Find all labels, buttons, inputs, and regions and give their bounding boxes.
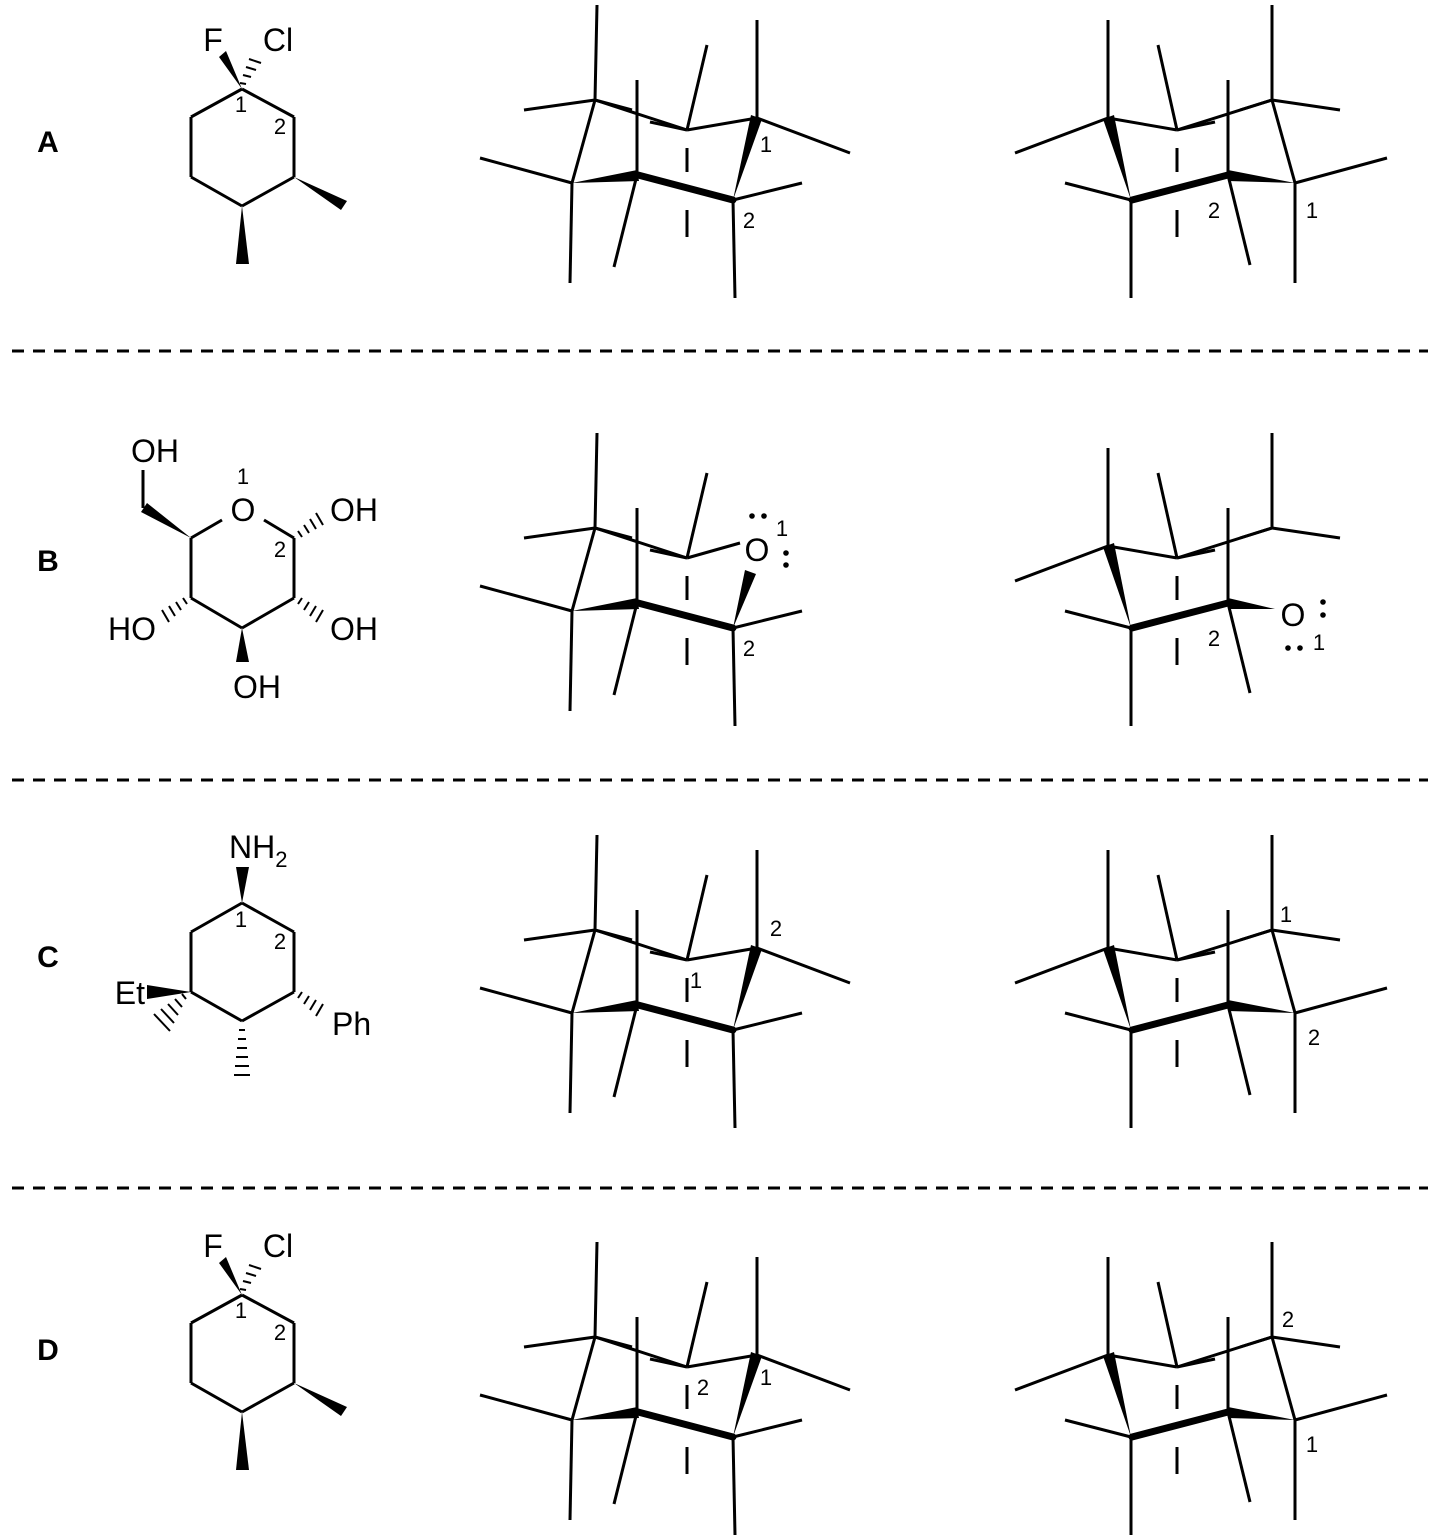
chair-right-a: 2 1 — [1015, 5, 1387, 298]
atom-label: O — [1281, 597, 1306, 633]
ring-structure-a: F Cl 1 2 — [189, 22, 347, 264]
row-c: C — [37, 829, 1387, 1128]
row-label: A — [37, 126, 59, 159]
atom-label: OH — [131, 433, 179, 469]
atom-label: OH — [330, 611, 378, 647]
atom-number: 2 — [274, 537, 286, 562]
atom-number: 1 — [1306, 1432, 1318, 1457]
atom-label: NH2 — [229, 829, 287, 872]
atom-label: Ph — [332, 1006, 371, 1042]
chair-right-d: 2 1 — [1015, 1242, 1387, 1535]
chair-left-c: 2 1 — [480, 835, 850, 1128]
atom-label: HO — [108, 611, 156, 647]
atom-label: O — [745, 532, 770, 568]
atom-number: 2 — [274, 114, 286, 139]
atom-label: F — [203, 1228, 223, 1264]
atom-number: 2 — [1208, 626, 1220, 651]
row-a: A F Cl 1 2 1 2 — [37, 5, 1387, 298]
chair-left-d: 2 1 — [480, 1242, 850, 1535]
atom-label: Et — [115, 975, 145, 1011]
atom-label: Cl — [263, 22, 293, 58]
ring-structure-c: NH2 Et Ph 1 2 — [115, 829, 371, 1076]
atom-number: 1 — [1280, 902, 1292, 927]
atom-number: 2 — [274, 929, 286, 954]
ring-structure-b: OH O OH HO OH OH 1 2 — [108, 433, 378, 705]
atom-number: 1 — [235, 92, 247, 117]
atom-number: 1 — [690, 968, 702, 993]
chair-right-b: O 2 1 — [1015, 433, 1340, 726]
atom-number: 2 — [743, 208, 755, 233]
atom-number: 2 — [1282, 1307, 1294, 1332]
atom-label: OH — [233, 669, 281, 705]
atom-number: 1 — [776, 516, 788, 541]
chair-right-c: 1 2 — [1015, 835, 1387, 1128]
atom-number: 1 — [235, 907, 247, 932]
atom-number: 1 — [235, 1298, 247, 1323]
atom-number: 1 — [237, 464, 249, 489]
atom-number: 1 — [1306, 198, 1318, 223]
row-b: B — [37, 433, 1340, 726]
row-d: D F Cl 1 2 2 1 — [37, 1228, 1387, 1535]
chair-left-b: O 1 2 — [480, 433, 802, 726]
atom-number: 2 — [1208, 198, 1220, 223]
atom-number: 2 — [274, 1320, 286, 1345]
atom-label: O — [231, 492, 256, 528]
atom-label: OH — [330, 492, 378, 528]
atom-label: F — [203, 22, 223, 58]
row-label: B — [37, 545, 59, 578]
atom-number: 1 — [760, 132, 772, 157]
chair-left-a: 1 2 — [480, 5, 850, 298]
ring-structure-d: F Cl 1 2 — [189, 1228, 347, 1470]
atom-number: 2 — [743, 636, 755, 661]
row-label: C — [37, 941, 59, 974]
atom-number: 2 — [1308, 1025, 1320, 1050]
atom-number: 2 — [697, 1375, 709, 1400]
atom-number: 1 — [1313, 630, 1325, 655]
row-label: D — [37, 1334, 59, 1367]
atom-number: 2 — [770, 916, 782, 941]
atom-label: Cl — [263, 1228, 293, 1264]
atom-number: 1 — [760, 1365, 772, 1390]
